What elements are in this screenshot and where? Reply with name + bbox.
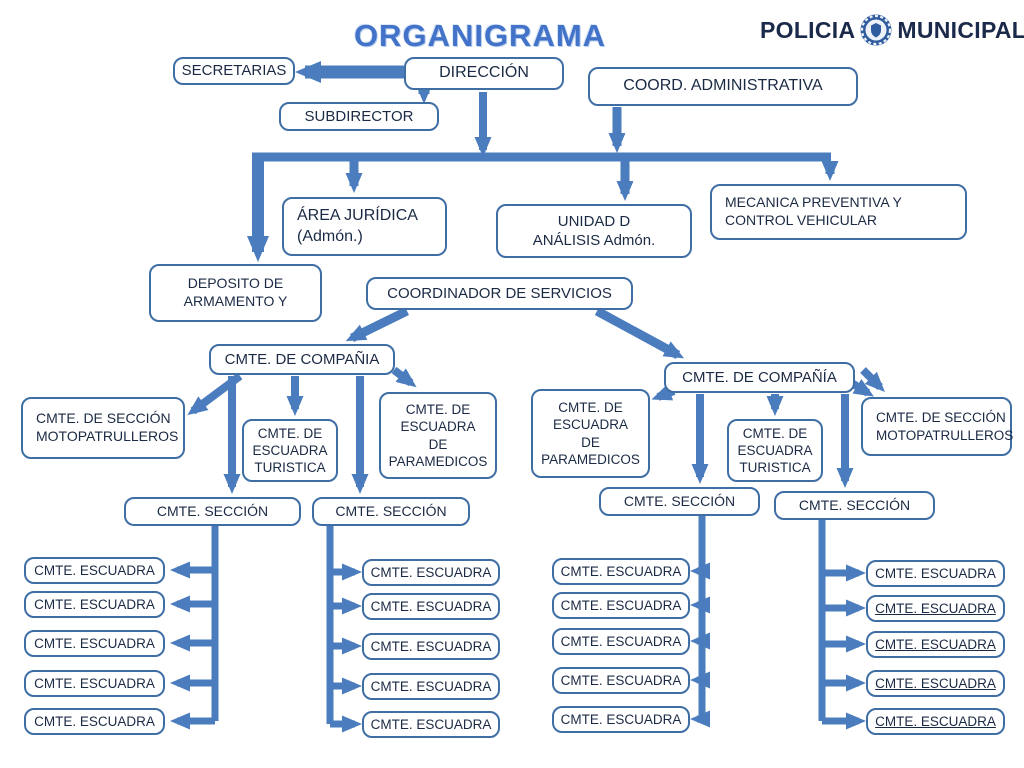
node-escuadra: CMTE. ESCUADRA [866, 708, 1005, 735]
node-escuadra-turistica-der: CMTE. DE ESCUADRA TURISTICA [727, 419, 823, 482]
node-escuadra: CMTE. ESCUADRA [866, 595, 1005, 622]
node-escuadra: CMTE. ESCUADRA [552, 558, 690, 585]
node-escuadra: CMTE. ESCUADRA [552, 592, 690, 619]
node-escuadra: CMTE. ESCUADRA [362, 559, 500, 586]
node-escuadra: CMTE. ESCUADRA [362, 673, 500, 700]
node-seccion-motopatrulleros-izq: CMTE. DE SECCIÓN MOTOPATRULLEROS [21, 397, 185, 459]
node-escuadra: CMTE. ESCUADRA [24, 630, 165, 657]
node-escuadra: CMTE. ESCUADRA [866, 631, 1005, 658]
node-unidad-analisis: UNIDAD D ANÁLISIS Admón. [496, 204, 692, 258]
node-coord-administrativa: COORD. ADMINISTRATIVA [588, 67, 858, 106]
node-deposito-armamento: DEPOSITO DE ARMAMENTO Y [149, 264, 322, 322]
node-seccion-l2: CMTE. SECCIÓN [312, 497, 470, 526]
node-escuadra: CMTE. ESCUADRA [552, 628, 690, 655]
node-secretarias: SECRETARIAS [173, 57, 295, 85]
node-escuadra: CMTE. ESCUADRA [552, 667, 690, 694]
connectors [170, 61, 885, 733]
police-badge-icon [858, 12, 894, 48]
node-seccion-motopatrulleros-der: CMTE. DE SECCIÓN MOTOPATRULLEROS [861, 397, 1013, 456]
node-mecanica-preventiva: MECANICA PREVENTIVA Y CONTROL VEHICULAR [710, 184, 967, 240]
node-escuadra-paramedicos-izq: CMTE. DE ESCUADRA DE PARAMEDICOS [379, 392, 497, 479]
node-direccion: DIRECCIÓN [404, 57, 564, 90]
node-escuadra: CMTE. ESCUADRA [362, 711, 500, 738]
node-escuadra: CMTE. ESCUADRA [866, 560, 1005, 587]
node-escuadra-turistica-izq: CMTE. DE ESCUADRA TURISTICA [242, 419, 338, 482]
node-escuadra: CMTE. ESCUADRA [362, 593, 500, 620]
node-escuadra: CMTE. ESCUADRA [362, 633, 500, 660]
node-compania-izquierda: CMTE. DE COMPAÑIA [209, 344, 395, 375]
node-seccion-r1: CMTE. SECCIÓN [599, 487, 760, 516]
node-compania-derecha: CMTE. DE COMPAÑÍA [664, 362, 855, 393]
node-seccion-l1: CMTE. SECCIÓN [124, 497, 301, 526]
brand-logo: POLICIA MUNICIPAL [760, 10, 1024, 50]
node-escuadra: CMTE. ESCUADRA [24, 708, 165, 735]
page-title: ORGANIGRAMA [353, 18, 607, 53]
node-escuadra: CMTE. ESCUADRA [24, 591, 165, 618]
node-area-juridica: ÁREA JURÍDICA (Admón.) [282, 197, 447, 256]
node-escuadra-paramedicos-der: CMTE. DE ESCUADRA DE PARAMEDICOS [531, 389, 650, 478]
node-coordinador-servicios: COORDINADOR DE SERVICIOS [366, 277, 633, 310]
brand-word-policia: POLICIA [760, 16, 856, 43]
brand-word-municipal: MUNICIPAL [897, 16, 1024, 43]
node-seccion-r2: CMTE. SECCIÓN [774, 491, 935, 520]
node-escuadra: CMTE. ESCUADRA [552, 706, 690, 733]
node-escuadra: CMTE. ESCUADRA [866, 670, 1005, 697]
node-escuadra: CMTE. ESCUADRA [24, 670, 165, 697]
node-escuadra: CMTE. ESCUADRA [24, 557, 165, 584]
node-subdirector: SUBDIRECTOR [279, 102, 439, 131]
